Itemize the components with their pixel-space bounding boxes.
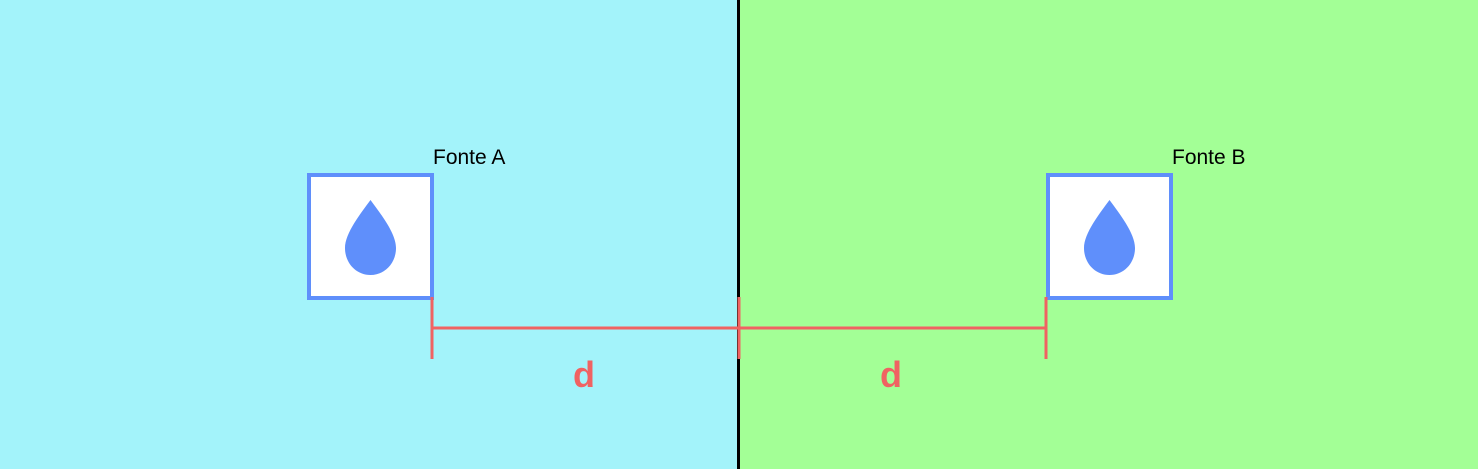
distance-label-left: d — [573, 354, 595, 395]
boundary-line — [737, 0, 740, 469]
source-b-label: Fonte B — [1172, 146, 1246, 169]
water-drop-icon — [1084, 200, 1135, 275]
distance-label-right: d — [880, 354, 902, 395]
water-drop-icon — [345, 200, 396, 275]
source-a-label: Fonte A — [433, 146, 506, 169]
source-a-box — [307, 173, 434, 300]
source-b-box — [1046, 173, 1173, 300]
